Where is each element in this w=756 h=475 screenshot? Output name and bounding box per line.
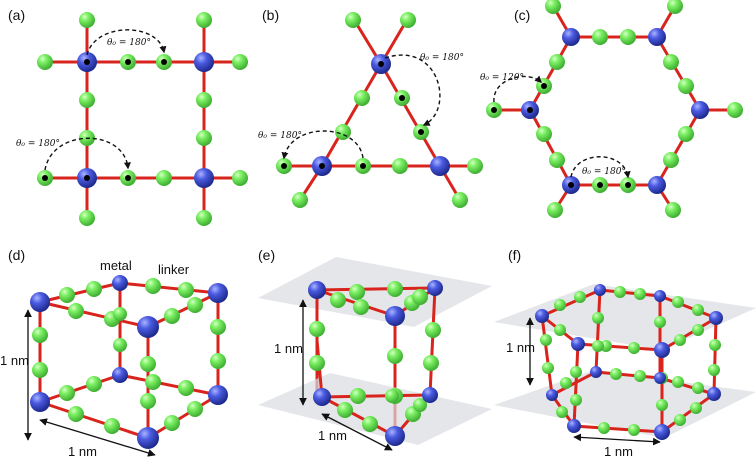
panel-a-metals (77, 52, 214, 188)
panel-a-angle-dots (42, 59, 167, 181)
panel-f: (f) (494, 247, 756, 459)
plane-e-top (258, 257, 492, 327)
panel-d-linkers (32, 278, 226, 434)
dimension-arrow-e-horizontal (321, 413, 393, 451)
dim-label-f-vertical: 1 nm (506, 340, 535, 355)
panel-b: (b) (258, 7, 483, 208)
panel-c-linkers (486, 0, 743, 218)
panel-e: (e) (258, 247, 492, 451)
angle-label-b-left: θ₀ = 180° (258, 131, 302, 141)
dimension-arrow-f-horizontal (573, 433, 661, 446)
plane-f-bottom (494, 370, 756, 438)
panel-b-angle-dots (281, 61, 424, 169)
angle-label-c-bottom: θ₀ = 180° (582, 167, 626, 177)
angle-label-a-left: θ₀ = 180° (16, 139, 60, 149)
panel-label-f: (f) (508, 247, 521, 263)
panel-a-linkers (37, 12, 248, 226)
panel-c: (c) (480, 0, 743, 218)
panel-label-d: (d) (8, 247, 25, 263)
angle-arc-a-top (86, 29, 167, 56)
panel-f-linkers (540, 286, 721, 436)
panel-b-linkers (276, 12, 483, 208)
angle-label-b-right: θ₀ = 180° (420, 53, 464, 63)
metal-label: metal (100, 258, 132, 273)
panel-f-metals (535, 284, 723, 440)
angle-arc-b-left (281, 130, 364, 160)
dim-label-f-horizontal: 1 nm (604, 444, 633, 459)
panel-e-metals (308, 280, 443, 446)
panel-label-a: (a) (8, 7, 25, 23)
panel-c-angle-dots (491, 83, 631, 188)
dim-label-e-horizontal: 1 nm (318, 428, 347, 443)
angle-arc-b-right (384, 54, 441, 126)
panel-label-e: (e) (258, 247, 275, 263)
panel-d: (d) metal linker (0, 247, 228, 459)
panel-a: (a) (8, 7, 248, 226)
panel-b-metals (312, 54, 450, 176)
dim-label-d-vertical: 1 nm (0, 353, 29, 368)
panel-label-b: (b) (262, 7, 279, 23)
linker-label: linker (158, 262, 190, 277)
angle-arc-a-left (44, 137, 131, 171)
angle-arc-c-bottom (570, 156, 631, 179)
panel-a-bonds (45, 18, 240, 222)
angle-label-c-left: θ₀ = 120° (480, 73, 524, 83)
plane-e-bottom (258, 373, 492, 445)
dim-label-d-horizontal: 1 nm (68, 444, 97, 459)
dim-label-e-vertical: 1 nm (274, 341, 303, 356)
angle-arc-c-left (493, 75, 543, 103)
panel-label-c: (c) (514, 7, 530, 23)
dimension-arrow-d-horizontal (39, 418, 156, 457)
angle-label-a-top: θ₀ = 180° (107, 38, 151, 48)
